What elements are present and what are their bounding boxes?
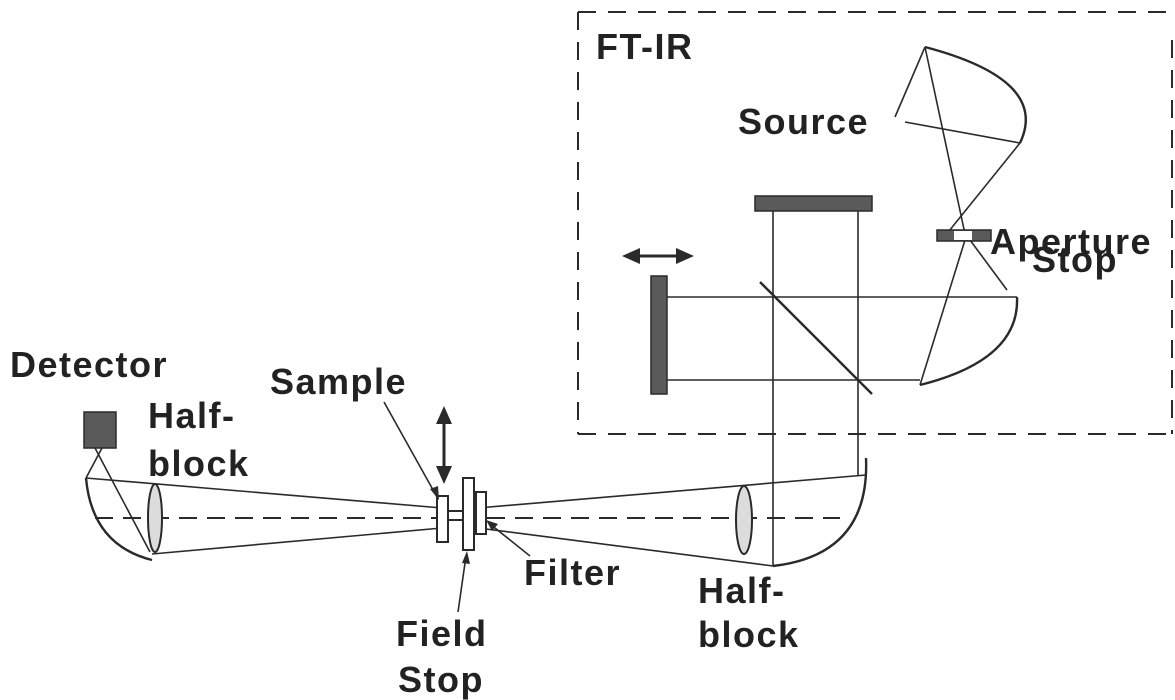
aperture-stop-label-line1: Aperture bbox=[990, 221, 1152, 262]
fixed-mirror bbox=[754, 195, 873, 212]
beamsplitter bbox=[759, 281, 873, 395]
filter-label: Filter bbox=[524, 552, 621, 593]
half-block-right-label-line1: Half- bbox=[698, 570, 786, 611]
right-beam bbox=[477, 474, 867, 567]
focusing-mirror-left bbox=[84, 477, 153, 562]
half-block-left-label-line2: block bbox=[148, 443, 250, 484]
aperture-stop bbox=[936, 229, 992, 242]
detector-block bbox=[83, 411, 117, 449]
focusing-mirror-right bbox=[772, 457, 868, 568]
sample-stack bbox=[436, 477, 487, 551]
sample-plate bbox=[436, 495, 449, 543]
ftir-enclosure bbox=[577, 11, 1175, 435]
half-block-lens-right bbox=[735, 485, 753, 555]
half-block-lens-left bbox=[147, 483, 163, 553]
ftir-rays bbox=[660, 46, 1021, 566]
collimating-mirror bbox=[919, 296, 1019, 387]
double-arrow-horizontal-icon bbox=[622, 248, 694, 264]
field-stop-label-line1: Field bbox=[396, 613, 488, 654]
field-stop-plate bbox=[462, 477, 475, 551]
moving-mirror bbox=[650, 275, 668, 395]
source-mirror bbox=[924, 45, 1027, 144]
filter-plate bbox=[475, 491, 487, 535]
half-block-right-label-line2: block bbox=[698, 614, 800, 655]
label-pointers bbox=[383, 401, 531, 613]
field-stop-label-line2: Stop bbox=[398, 659, 484, 700]
double-arrow-vertical-icon bbox=[436, 406, 452, 484]
half-block-left-label-line1: Half- bbox=[148, 395, 236, 436]
source-label: Source bbox=[738, 101, 869, 142]
sample-label: Sample bbox=[270, 361, 407, 402]
ftir-label: FT-IR bbox=[596, 26, 693, 67]
detector-label: Detector bbox=[10, 344, 168, 385]
aperture-stop-label-line2: Stop bbox=[1032, 239, 1118, 280]
left-beam bbox=[85, 447, 443, 555]
